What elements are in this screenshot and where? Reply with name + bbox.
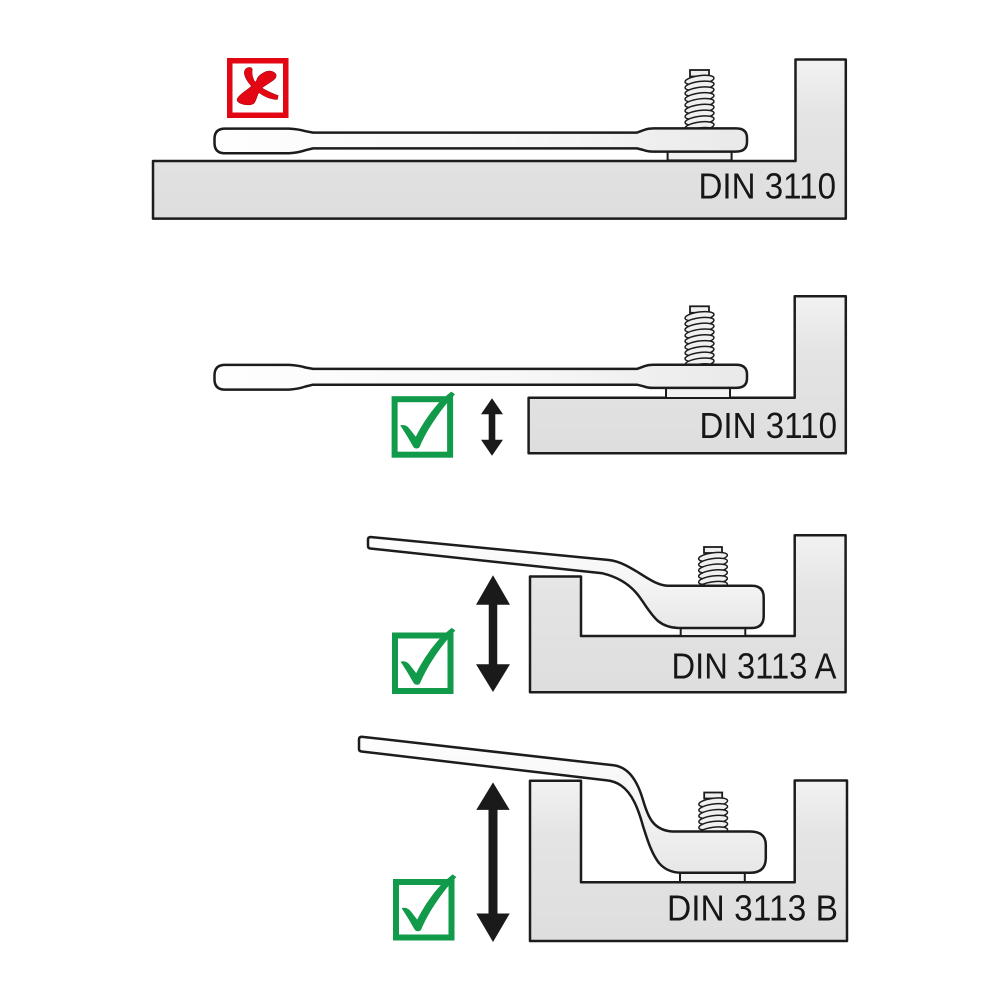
svg-text:DIN 3110: DIN 3110: [700, 405, 838, 446]
svg-text:DIN 3110: DIN 3110: [699, 166, 837, 207]
svg-text:DIN 3113 A: DIN 3113 A: [672, 646, 837, 687]
svg-text:DIN 3113 B: DIN 3113 B: [667, 888, 838, 929]
